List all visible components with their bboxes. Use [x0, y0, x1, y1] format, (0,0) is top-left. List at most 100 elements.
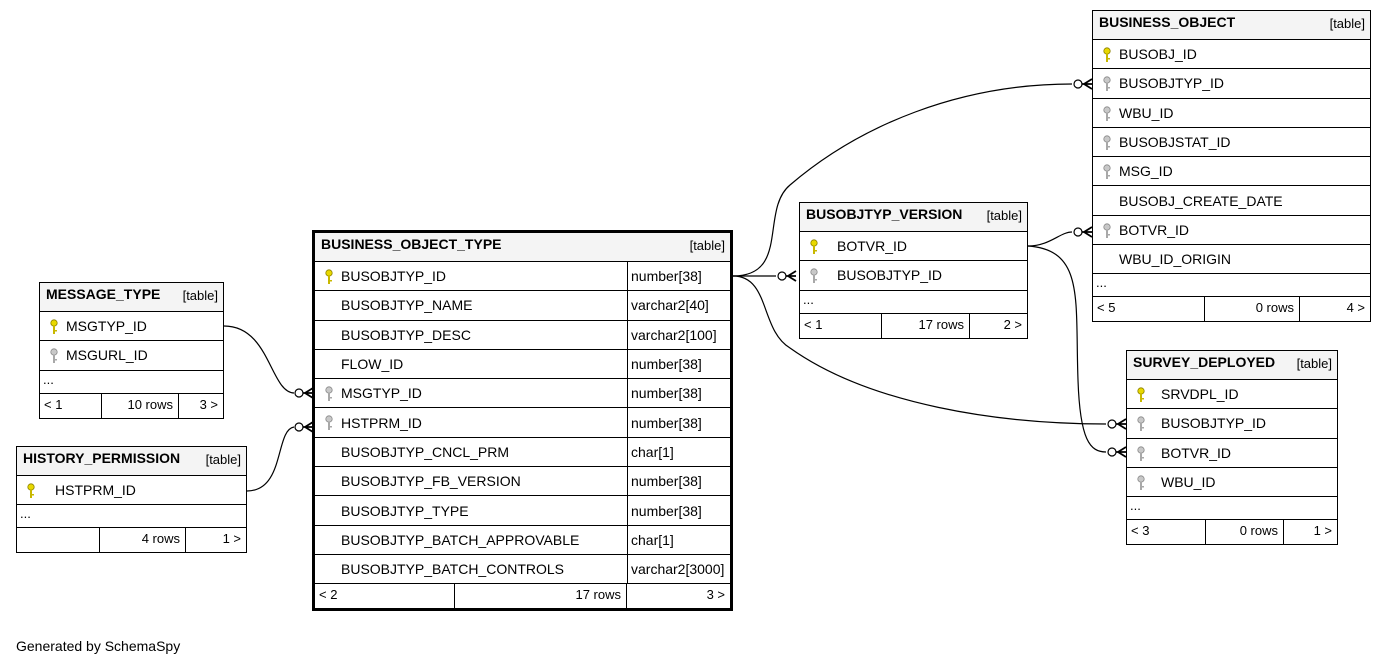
- table-header: BUSINESS_OBJECT_TYPE [table]: [315, 233, 730, 262]
- table-header: BUSOBJTYP_VERSION [table]: [800, 203, 1027, 232]
- crow-foot-icon: [1073, 226, 1093, 238]
- parents-count[interactable]: < 1: [40, 393, 102, 418]
- column-type: number[38]: [627, 467, 730, 496]
- table-name: BUSOBJTYP_VERSION: [806, 206, 963, 222]
- foreign-key-icon: [50, 348, 58, 364]
- column-row[interactable]: BUSOBJTYP_ID: [1127, 409, 1337, 439]
- column-type: number[38]: [627, 496, 730, 525]
- children-count[interactable]: 3 >: [706, 587, 725, 603]
- column-row[interactable]: BUSOBJ_CREATE_DATE: [1093, 186, 1370, 216]
- column-name: BUSOBJTYP_TYPE: [341, 502, 469, 519]
- column-row[interactable]: BUSOBJ_ID: [1093, 40, 1370, 70]
- table-history-permission[interactable]: HISTORY_PERMISSION [table] HSTPRM_ID ...…: [16, 446, 247, 554]
- column-row[interactable]: WBU_ID_ORIGIN: [1093, 245, 1370, 275]
- crow-foot-icon: [1073, 78, 1093, 90]
- children-count[interactable]: 1 >: [1313, 523, 1332, 539]
- table-type: [table]: [205, 452, 241, 467]
- more-columns: ...: [1127, 497, 1337, 521]
- primary-key-icon: [810, 239, 818, 254]
- column-row[interactable]: BOTVR_ID: [1093, 216, 1370, 246]
- link-version-to-survey: [1027, 245, 1107, 453]
- column-name: MSGURL_ID: [66, 347, 148, 364]
- column-name: BUSOBJ_CREATE_DATE: [1119, 192, 1283, 209]
- column-row[interactable]: BUSOBJTYP_ID: [800, 261, 1027, 291]
- row-count: 17 rows: [882, 313, 970, 338]
- column-row[interactable]: BUSOBJTYP_ID: [1093, 69, 1370, 99]
- table-type: [table]: [1296, 356, 1332, 371]
- primary-key-icon: [1103, 47, 1111, 62]
- table-type: [table]: [182, 288, 218, 303]
- column-row[interactable]: BUSOBJTYP_CNCL_PRM char[1]: [315, 437, 730, 468]
- children-count[interactable]: 3 >: [199, 396, 218, 412]
- parents-count[interactable]: < 2: [315, 584, 455, 609]
- column-name: BUSOBJTYP_CNCL_PRM: [341, 443, 510, 460]
- column-name: BOTVR_ID: [1161, 444, 1232, 461]
- more-columns: ...: [40, 371, 223, 394]
- column-name: SRVDPL_ID: [1161, 386, 1239, 403]
- more-columns: ...: [17, 505, 246, 529]
- table-busobjtyp-version[interactable]: BUSOBJTYP_VERSION [table] BOTVR_ID BUSOB…: [799, 202, 1028, 339]
- link-bot-to-business-object: [732, 83, 1073, 277]
- crow-foot-icon: [1107, 446, 1127, 458]
- column-row[interactable]: BOTVR_ID: [1127, 439, 1337, 468]
- column-name: MSGTYP_ID: [341, 385, 422, 402]
- table-footer: < 3 0 rows 1 >: [1127, 520, 1337, 545]
- foreign-key-icon: [1103, 105, 1111, 121]
- row-count: 10 rows: [102, 393, 179, 418]
- foreign-key-icon: [1137, 475, 1145, 490]
- link-history-permission: [246, 426, 295, 492]
- table-business-object[interactable]: BUSINESS_OBJECT [table] BUSOBJ_ID BUSOBJ…: [1092, 10, 1371, 323]
- table-footer: 4 rows 1 >: [17, 528, 246, 553]
- generated-by-label: Generated by SchemaSpy: [16, 638, 181, 654]
- table-name: BUSINESS_OBJECT: [1099, 14, 1236, 30]
- column-name: BUSOBJTYP_DESC: [341, 326, 471, 343]
- more-columns: ...: [1093, 274, 1370, 298]
- column-name: BUSOBJTYP_BATCH_APPROVABLE: [341, 531, 580, 548]
- column-row[interactable]: HSTPRM_ID: [17, 476, 246, 506]
- children-count[interactable]: 1 >: [222, 531, 241, 547]
- foreign-key-icon: [325, 415, 333, 431]
- parents-count[interactable]: < 3: [1127, 520, 1206, 545]
- column-row[interactable]: BOTVR_ID: [800, 232, 1027, 262]
- column-row[interactable]: MSG_ID: [1093, 157, 1370, 187]
- table-header: MESSAGE_TYPE [table]: [40, 283, 223, 312]
- table-type: [table]: [986, 208, 1022, 223]
- column-name: MSG_ID: [1119, 163, 1173, 180]
- parents-count[interactable]: < 1: [800, 313, 882, 338]
- children-count[interactable]: 4 >: [1346, 300, 1365, 316]
- column-name: WBU_ID_ORIGIN: [1119, 251, 1232, 268]
- column-name: BOTVR_ID: [1119, 221, 1190, 238]
- table-header: BUSINESS_OBJECT [table]: [1093, 11, 1370, 40]
- column-name: BOTVR_ID: [837, 238, 908, 255]
- column-name: BUSOBJTYP_NAME: [341, 297, 473, 314]
- column-type: char[1]: [627, 437, 730, 467]
- column-row[interactable]: MSGTYP_ID: [40, 312, 223, 342]
- column-row[interactable]: BUSOBJSTAT_ID: [1093, 128, 1370, 158]
- table-message-type[interactable]: MESSAGE_TYPE [table] MSGTYP_ID MSGURL_ID…: [39, 282, 224, 419]
- foreign-key-icon: [1103, 76, 1111, 92]
- row-count: 0 rows: [1205, 297, 1300, 322]
- column-row[interactable]: SRVDPL_ID: [1127, 380, 1337, 410]
- crow-foot-icon: [294, 421, 314, 433]
- table-business-object-type[interactable]: BUSINESS_OBJECT_TYPE [table] BUSOBJTYP_I…: [312, 230, 733, 612]
- parents-count[interactable]: < 5: [1093, 297, 1205, 322]
- row-count: 4 rows: [100, 528, 186, 553]
- column-row[interactable]: WBU_ID: [1127, 468, 1337, 498]
- children-count[interactable]: 2 >: [1003, 316, 1022, 332]
- more-columns: ...: [800, 291, 1027, 314]
- column-row[interactable]: WBU_ID: [1093, 99, 1370, 128]
- parents-count[interactable]: [17, 528, 100, 553]
- column-name: MSGTYP_ID: [66, 318, 147, 335]
- column-row[interactable]: BUSOBJTYP_TYPE number[38]: [315, 496, 730, 526]
- column-row[interactable]: MSGURL_ID: [40, 341, 223, 371]
- table-survey-deployed[interactable]: SURVEY_DEPLOYED [table] SRVDPL_ID BUSOBJ…: [1126, 350, 1338, 546]
